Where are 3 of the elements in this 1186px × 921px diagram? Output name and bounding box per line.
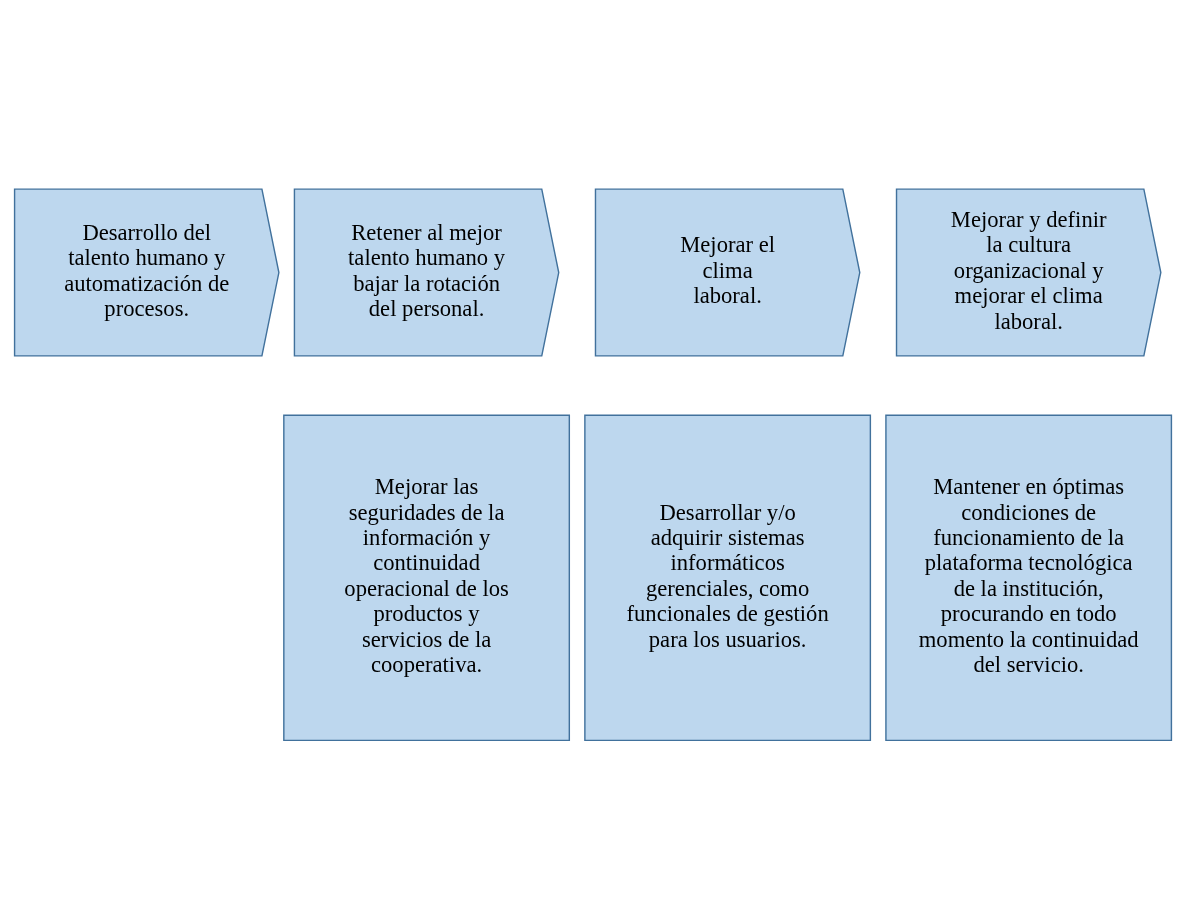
node-box: Mantener en óptimas condiciones de funcionamiento de la plataforma tecnológica de la institución, procurando en todo momento la continuidad del servicio. [885, 414, 1173, 742]
node-box: Mejorar las seguridades de la información y continuidad operacional de los productos y servicios de la cooperativa. [283, 414, 571, 742]
node-box: Desarrollar y/o adquirir sistemas informáticos gerenciales, como funcionales de gestión para los usuarios. [584, 414, 872, 742]
